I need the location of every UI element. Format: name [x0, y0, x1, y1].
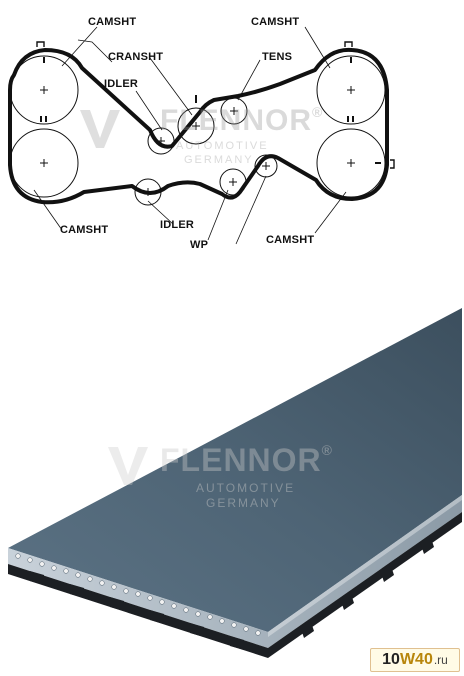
site-logo-prefix: 10	[382, 651, 400, 668]
label-camsht-bottom-right: CAMSHT	[266, 234, 315, 246]
site-logo-suffix: .ru	[433, 653, 448, 667]
timing-belt-photo	[8, 308, 462, 658]
label-wp: WP	[190, 239, 209, 251]
watermark-brand-top: FLENNOR®	[160, 104, 324, 137]
watermark-line1-belt: AUTOMOTIVE	[196, 481, 296, 495]
belt-edge	[8, 495, 462, 648]
watermark-brand-belt: FLENNOR®	[160, 442, 333, 478]
brand-logo-mark	[80, 110, 120, 148]
site-logo-accent: W40	[399, 651, 433, 668]
label-idler-top: IDLER	[104, 78, 138, 90]
idler-pulley-small	[254, 154, 278, 178]
label-camsht-bottom-left: CAMSHT	[60, 224, 109, 236]
label-tens: TENS	[262, 51, 293, 63]
watermark-line2-belt: GERMANY	[206, 496, 281, 510]
crankshaft-pulley	[177, 107, 215, 145]
label-cransht: CRANSHT	[108, 51, 164, 63]
label-camsht-top-right: CAMSHT	[251, 16, 300, 28]
belt-routing-diagram	[8, 26, 395, 245]
timing-belt-path	[8, 47, 389, 205]
watermark-line1-top: AUTOMOTIVE	[176, 140, 269, 152]
watermark-line2-top: GERMANY	[184, 154, 254, 166]
belt-back-surface	[8, 308, 462, 632]
brand-logo-mark-belt	[108, 447, 148, 485]
label-idler-bottom: IDLER	[160, 219, 194, 231]
label-camsht-top-left: CAMSHT	[88, 16, 137, 28]
